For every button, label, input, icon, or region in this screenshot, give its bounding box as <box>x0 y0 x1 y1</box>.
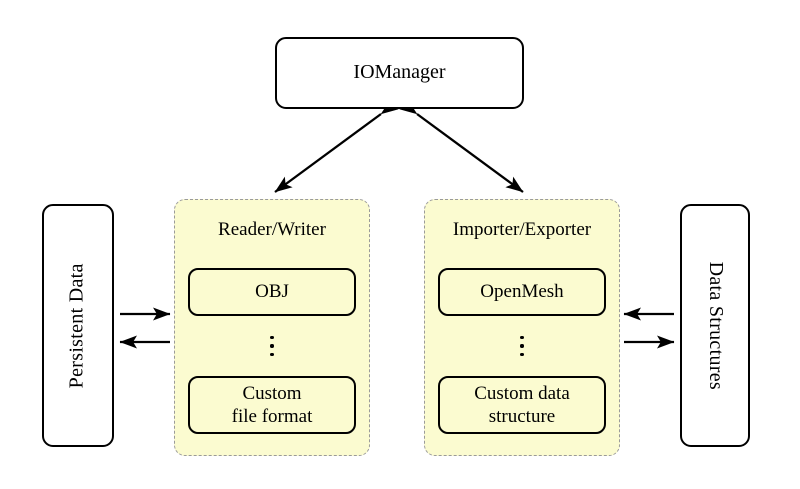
custom-file-format-line1: Custom <box>242 382 302 404</box>
data-structures-label: Data Structures <box>704 261 727 390</box>
obj-label: OBJ <box>255 281 289 303</box>
node-data-structures[interactable]: Data Structures <box>680 204 750 447</box>
node-openmesh[interactable]: OpenMesh <box>438 268 606 316</box>
node-custom-data-structure[interactable]: Custom data structure <box>438 376 606 434</box>
node-obj[interactable]: OBJ <box>188 268 356 316</box>
group-reader-writer-title: Reader/Writer <box>218 219 326 240</box>
custom-data-structure-line2: structure <box>488 406 556 427</box>
group-importer-exporter-title: Importer/Exporter <box>452 219 592 240</box>
node-io-manager[interactable]: IOManager <box>275 37 524 109</box>
edge-manager-importer-exporter <box>399 98 524 193</box>
io-manager-label: IOManager <box>353 61 446 84</box>
openmesh-label: OpenMesh <box>480 281 564 303</box>
edge-manager-reader-writer <box>274 98 399 193</box>
reader-writer-ellipsis-icon <box>257 331 287 357</box>
custom-file-format-label: Custom file format <box>232 382 313 428</box>
custom-data-structure-line1: Custom data <box>474 382 570 404</box>
importer-exporter-ellipsis-icon <box>507 331 537 357</box>
node-persistent-data[interactable]: Persistent Data <box>42 204 114 447</box>
persistent-data-label: Persistent Data <box>66 262 89 389</box>
node-custom-file-format[interactable]: Custom file format <box>188 376 356 434</box>
custom-data-structure-label: Custom data structure <box>474 382 570 428</box>
custom-file-format-line2: file format <box>231 406 313 427</box>
